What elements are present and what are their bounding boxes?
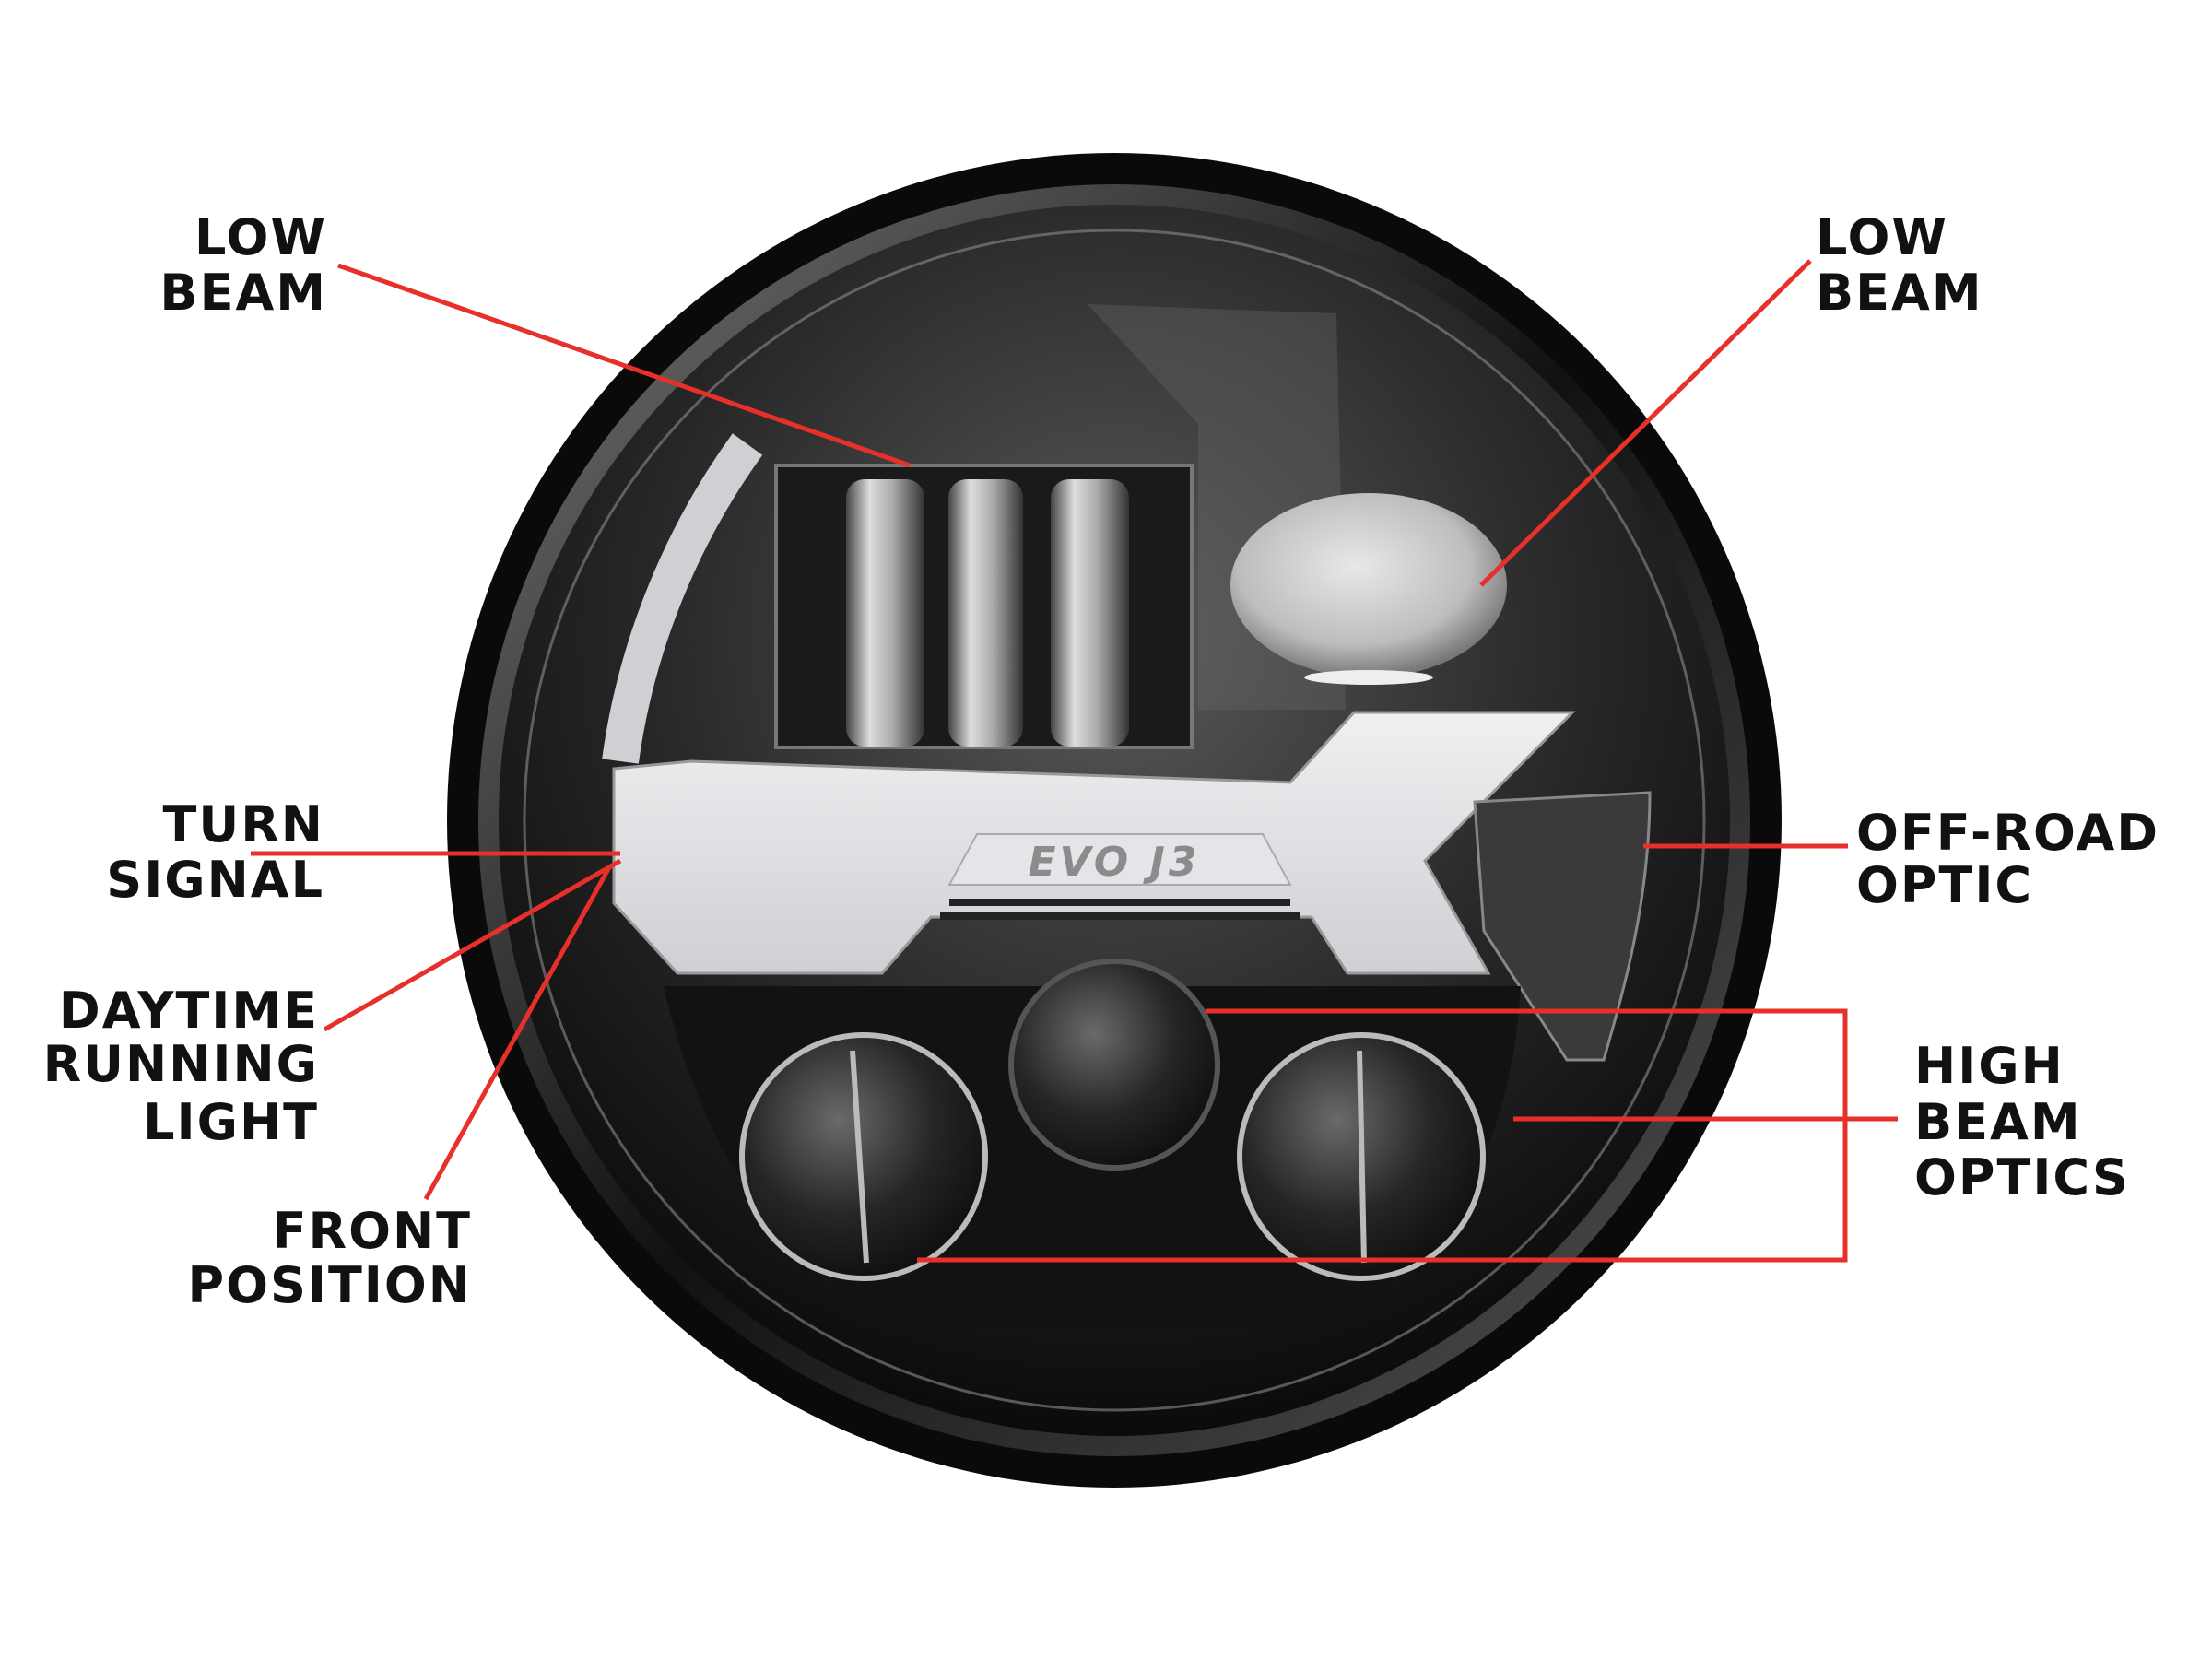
evo-j3-badge: EVO J3 (1028, 839, 1200, 886)
low-beam-projector (1230, 493, 1507, 677)
high-beam-optics (739, 959, 1486, 1281)
off-road-optic (1473, 791, 1652, 1062)
svg-text:TURN: TURN (163, 795, 324, 853)
svg-text:OPTIC: OPTIC (1856, 856, 2033, 914)
svg-text:DAYTIME: DAYTIME (59, 982, 319, 1040)
low-beam-module (774, 464, 1194, 749)
leader-low-beam-right (1479, 259, 1812, 587)
svg-text:LIGHT: LIGHT (143, 1093, 319, 1151)
label-turn-signal: TURN SIGNAL (106, 795, 324, 909)
low-beam-lens (948, 479, 1023, 747)
svg-text:BEAM: BEAM (1816, 264, 1983, 322)
leader-high-beam-bracket (917, 1008, 1848, 1263)
label-daytime-running-light: DAYTIME RUNNING LIGHT (43, 982, 319, 1151)
svg-text:LOW: LOW (194, 208, 327, 266)
svg-text:LOW: LOW (1816, 208, 1948, 266)
label-low-beam-right: LOW BEAM (1816, 208, 1983, 322)
drl-arc (602, 433, 763, 764)
leader-front-position (423, 865, 612, 1201)
svg-text:HIGH: HIGH (1914, 1037, 2065, 1095)
svg-text:BEAM: BEAM (1914, 1093, 2082, 1151)
svg-text:BEAM: BEAM (159, 264, 327, 322)
label-low-beam-left: LOW BEAM (159, 208, 327, 322)
high-beam-lens-center (1008, 959, 1220, 1171)
label-high-beam-optics: HIGH BEAM OPTICS (1914, 1037, 2130, 1206)
leader-low-beam-left (337, 263, 911, 468)
svg-text:OFF-ROAD: OFF-ROAD (1856, 804, 2159, 862)
low-beam-lens (1051, 479, 1129, 747)
svg-text:RUNNING: RUNNING (43, 1035, 319, 1093)
label-off-road-optic: OFF-ROAD OPTIC (1856, 804, 2159, 914)
svg-text:OPTICS: OPTICS (1914, 1148, 2130, 1206)
low-beam-lens (846, 479, 924, 747)
label-front-position: FRONT POSITION (188, 1202, 473, 1314)
svg-text:FRONT: FRONT (273, 1202, 472, 1260)
svg-text:POSITION: POSITION (188, 1256, 473, 1314)
headlight: EVO J3 (447, 153, 1782, 1488)
high-beam-lens-left (739, 1032, 988, 1281)
svg-text:SIGNAL: SIGNAL (106, 851, 324, 909)
leader-drl (323, 858, 622, 1032)
leader-lines (251, 259, 1898, 1263)
